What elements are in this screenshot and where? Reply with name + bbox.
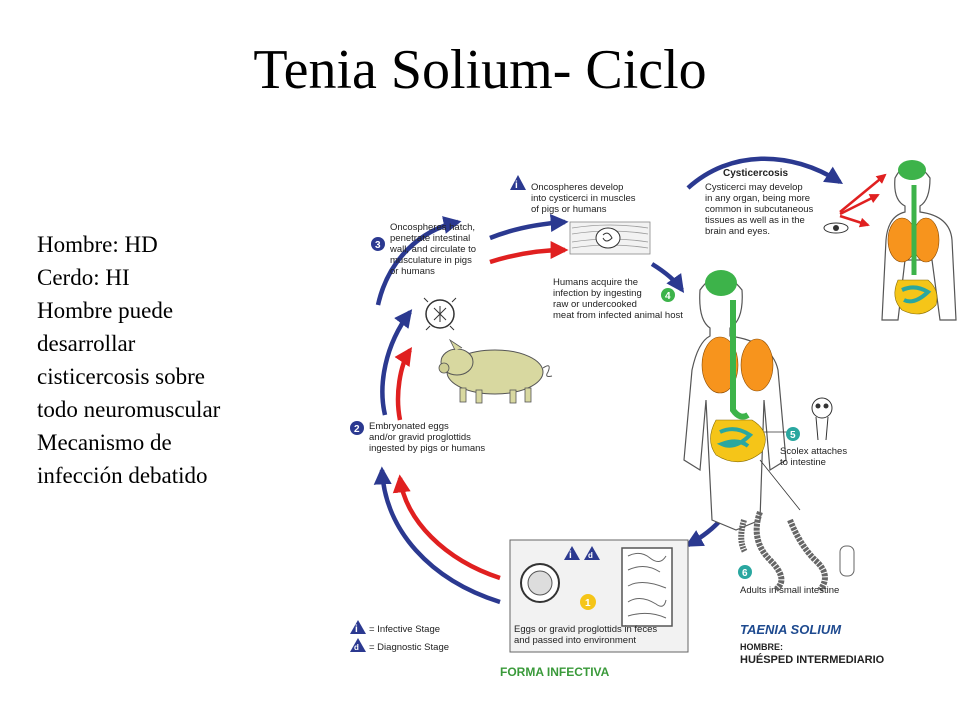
- svg-text:HOMBRE:: HOMBRE:: [740, 642, 783, 652]
- svg-text:= Infective Stage: = Infective Stage: [369, 624, 440, 635]
- svg-text:Embryonated eggs: Embryonated eggs: [369, 421, 449, 432]
- svg-text:Adults in small intestine: Adults in small intestine: [740, 585, 839, 596]
- cysticerci-arrows: [839, 173, 887, 228]
- step-4: Humans acquire the infection by ingestin…: [553, 277, 683, 321]
- step-6: 6 Adults in small intestine: [738, 459, 855, 596]
- svg-text:2: 2: [354, 424, 360, 435]
- arrow-blue-left-top: [375, 216, 462, 306]
- svg-text:and passed into environment: and passed into environment: [514, 635, 636, 646]
- svg-text:1: 1: [585, 598, 591, 609]
- step-muscle: i Oncospheres develop into cysticerci in…: [510, 175, 651, 255]
- svg-text:d: d: [588, 551, 593, 560]
- svg-text:to intestine: to intestine: [780, 457, 826, 468]
- cysticercosis-note: Cysticercosis Cysticerci may develop in …: [705, 168, 849, 237]
- svg-text:of pigs or humans: of pigs or humans: [531, 204, 607, 215]
- svg-text:infection by ingesting: infection by ingesting: [553, 288, 642, 299]
- arrow-blue-top: [686, 156, 844, 190]
- svg-text:ingested by pigs or humans: ingested by pigs or humans: [369, 443, 485, 454]
- svg-text:d: d: [354, 643, 359, 652]
- species-label: TAENIA SOLIUM HOMBRE: HUÉSPED INTERMEDIA…: [740, 622, 885, 666]
- svg-text:i: i: [355, 624, 358, 635]
- svg-text:penetrate intestinal: penetrate intestinal: [390, 233, 470, 244]
- svg-text:= Diagnostic Stage: = Diagnostic Stage: [369, 642, 449, 653]
- step-1-box: i d 1 Eggs or gravid proglottids in fece…: [509, 539, 689, 653]
- svg-text:Oncospheres hatch,: Oncospheres hatch,: [390, 222, 475, 233]
- svg-text:3: 3: [375, 240, 381, 251]
- muscle-cysticercus-icon: [569, 221, 651, 255]
- slide-notes: Hombre: HD Cerdo: HI Hombre puede desarr…: [37, 228, 307, 492]
- svg-text:meat from infected animal host: meat from infected animal host: [553, 310, 683, 321]
- svg-text:brain and eyes.: brain and eyes.: [705, 226, 770, 237]
- arrow-blue-to-4: [650, 262, 685, 293]
- note-line: todo neuromuscular: [37, 397, 221, 422]
- svg-text:raw or undercooked: raw or undercooked: [553, 299, 637, 310]
- arrow-red-pig-up: [394, 347, 412, 421]
- svg-text:HUÉSPED INTERMEDIARIO: HUÉSPED INTERMEDIARIO: [740, 653, 885, 666]
- svg-text:4: 4: [665, 291, 671, 302]
- svg-text:Humans acquire the: Humans acquire the: [553, 277, 638, 288]
- eye-icon: [823, 222, 849, 234]
- legend: i = Infective Stage d = Diagnostic Stage: [350, 620, 449, 653]
- oncosphere-icon: [423, 297, 457, 331]
- human-upper-right-icon: [881, 160, 957, 321]
- svg-text:into cysticerci in muscles: into cysticerci in muscles: [531, 193, 636, 204]
- svg-text:musculature in pigs: musculature in pigs: [390, 255, 472, 266]
- svg-text:Eggs or gravid proglottids in: Eggs or gravid proglottids in feces: [514, 624, 657, 635]
- svg-text:tissues as well as in the: tissues as well as in the: [705, 215, 805, 226]
- arrow-red-3-to-1: [489, 241, 569, 265]
- arrow-blue-3-to-1: [489, 213, 569, 241]
- note-line: Cerdo: HI: [37, 265, 130, 290]
- step-2: 2 Embryonated eggs and/or gravid proglot…: [350, 421, 485, 454]
- svg-text:common in subcutaneous: common in subcutaneous: [705, 204, 814, 215]
- svg-text:and/or gravid proglottids: and/or gravid proglottids: [369, 432, 471, 443]
- svg-text:6: 6: [742, 568, 748, 579]
- step-3: 3 Oncospheres hatch, penetrate intestina…: [371, 222, 476, 331]
- step-5: 5 Scolex attaches to intestine: [764, 397, 847, 468]
- svg-text:Cysticerci may develop: Cysticerci may develop: [705, 182, 803, 193]
- arrow-red-left-bottom: [392, 474, 501, 581]
- svg-text:Scolex attaches: Scolex attaches: [780, 446, 847, 457]
- pig-icon: [438, 338, 553, 404]
- note-line: infección debatido: [37, 463, 208, 488]
- svg-text:or humans: or humans: [390, 266, 435, 277]
- svg-text:Oncospheres develop: Oncospheres develop: [531, 182, 623, 193]
- arrow-blue-pig-up: [380, 309, 413, 416]
- note-line: cisticercosis sobre: [37, 364, 205, 389]
- note-line: Hombre puede: [37, 298, 174, 323]
- note-line: Hombre: HD: [37, 232, 158, 257]
- svg-text:i: i: [515, 180, 518, 191]
- arrow-blue-left-bottom: [373, 466, 501, 605]
- forma-infectiva-label: FORMA INFECTIVA: [500, 665, 610, 679]
- human-body-icon: [683, 270, 787, 531]
- svg-text:in any organ, being more: in any organ, being more: [705, 193, 810, 204]
- svg-text:wall, and circulate to: wall, and circulate to: [389, 244, 476, 255]
- note-line: Mecanismo de: [37, 430, 172, 455]
- adult-worm-icon: [738, 510, 828, 593]
- svg-text:Cysticercosis: Cysticercosis: [723, 168, 788, 179]
- note-line: desarrollar: [37, 331, 136, 356]
- slide-title: Tenia Solium- Ciclo: [253, 39, 707, 101]
- scolex-icon: [811, 397, 833, 441]
- svg-text:5: 5: [790, 430, 796, 441]
- svg-text:i: i: [569, 550, 572, 561]
- svg-text:TAENIA SOLIUM: TAENIA SOLIUM: [740, 622, 842, 637]
